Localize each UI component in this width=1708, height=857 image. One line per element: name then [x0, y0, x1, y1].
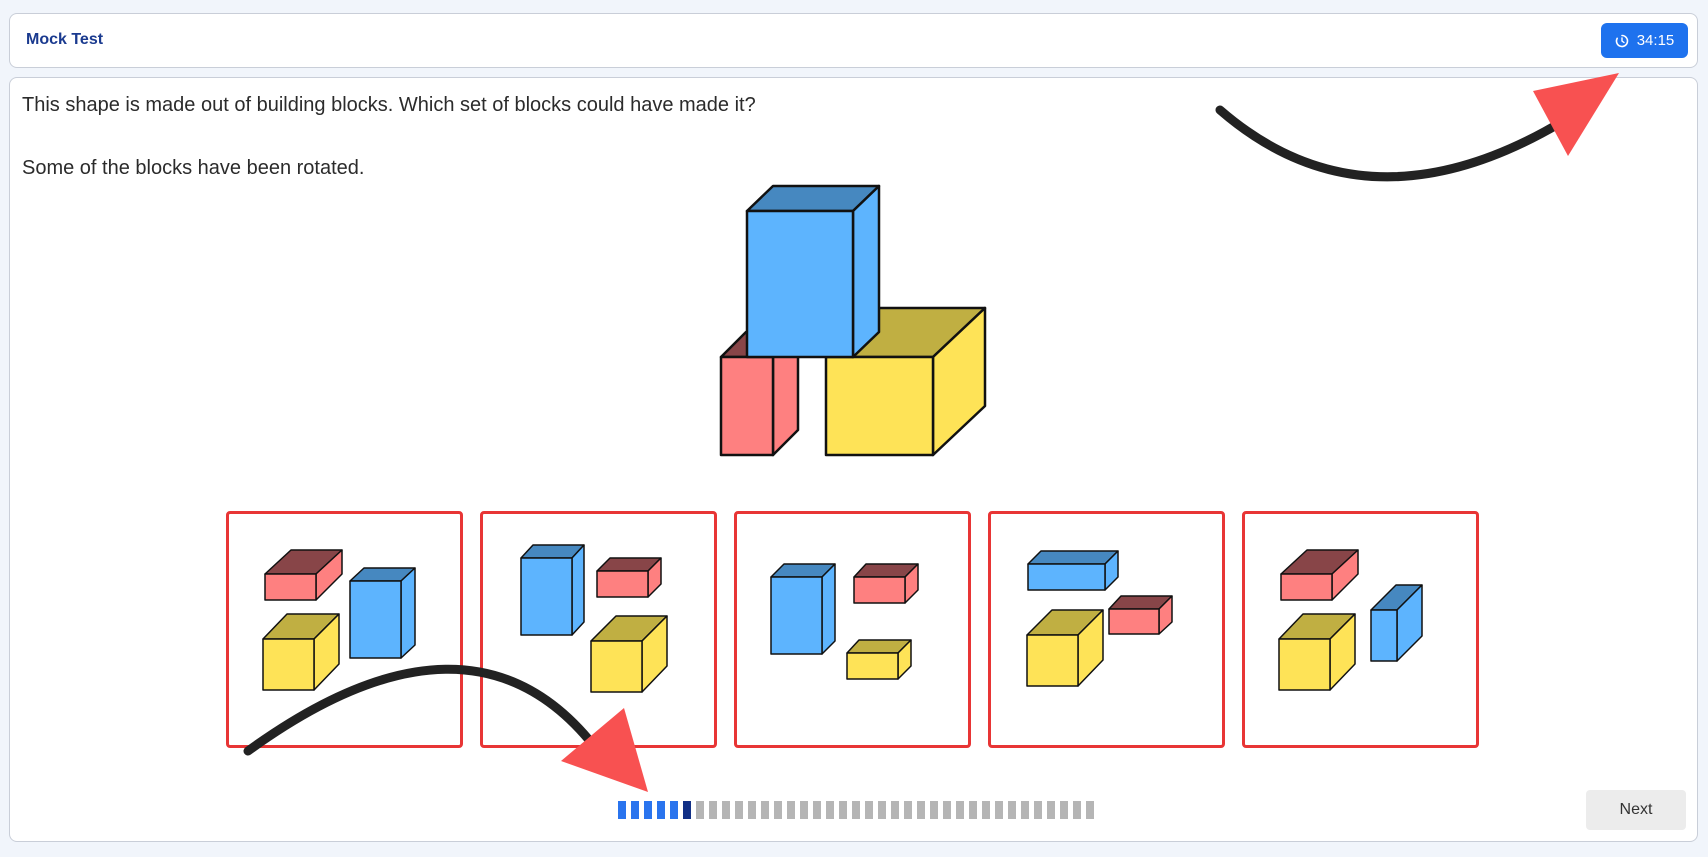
progress-segment	[956, 801, 964, 819]
timer-button[interactable]: 34:15	[1601, 23, 1688, 58]
top-bar: Mock Test 34:15	[9, 13, 1698, 68]
progress-segment	[722, 801, 730, 819]
progress-segment	[670, 801, 678, 819]
progress-segment	[839, 801, 847, 819]
progress-segment	[787, 801, 795, 819]
progress-segment	[748, 801, 756, 819]
option-a-blocks	[262, 549, 416, 691]
progress-segment	[878, 801, 886, 819]
progress-segment	[644, 801, 652, 819]
option-c[interactable]	[734, 511, 971, 748]
page-title: Mock Test	[26, 31, 104, 48]
option-a[interactable]	[226, 511, 463, 748]
progress-segment	[735, 801, 743, 819]
timer-value: 34:15	[1636, 32, 1675, 49]
progress-segment	[1047, 801, 1055, 819]
progress-segment	[683, 801, 691, 819]
question-panel: This shape is made out of building block…	[9, 77, 1698, 842]
progress-segment	[1073, 801, 1081, 819]
progress-segment	[1034, 801, 1042, 819]
progress-segment	[865, 801, 873, 819]
progress-segment	[943, 801, 951, 819]
stem-yellow-front	[824, 355, 935, 457]
option-c-blocks	[770, 563, 919, 680]
progress-segment	[631, 801, 639, 819]
timer-icon	[1615, 34, 1628, 47]
progress-segment	[709, 801, 717, 819]
option-d-blocks	[1026, 550, 1173, 687]
progress-segment	[774, 801, 782, 819]
progress-segment	[852, 801, 860, 819]
progress-segment	[813, 801, 821, 819]
next-button[interactable]: Next	[1586, 790, 1686, 830]
progress-segment	[891, 801, 899, 819]
option-e[interactable]	[1242, 511, 1479, 748]
progress-segment	[1086, 801, 1094, 819]
progress-segment	[1060, 801, 1068, 819]
option-b[interactable]	[480, 511, 717, 748]
progress-segment	[657, 801, 665, 819]
option-b-blocks	[520, 544, 668, 693]
progress-segment	[904, 801, 912, 819]
progress-segment	[917, 801, 925, 819]
progress-segment	[1021, 801, 1029, 819]
progress-segment	[618, 801, 626, 819]
stem-red-front	[719, 355, 775, 457]
option-d[interactable]	[988, 511, 1225, 748]
progress-segment	[969, 801, 977, 819]
progress-segment	[1008, 801, 1016, 819]
progress-segment	[930, 801, 938, 819]
progress-bar	[618, 801, 1094, 819]
stem-shape	[719, 184, 987, 457]
question-subtext: Some of the blocks have been rotated.	[22, 157, 365, 179]
progress-segment	[696, 801, 704, 819]
progress-segment	[982, 801, 990, 819]
option-e-blocks	[1278, 549, 1423, 691]
progress-segment	[761, 801, 769, 819]
question-text: This shape is made out of building block…	[22, 94, 756, 116]
stem-blue-front	[745, 209, 855, 359]
progress-segment	[800, 801, 808, 819]
progress-segment	[826, 801, 834, 819]
stem-blue-side	[851, 184, 881, 359]
progress-segment	[995, 801, 1003, 819]
